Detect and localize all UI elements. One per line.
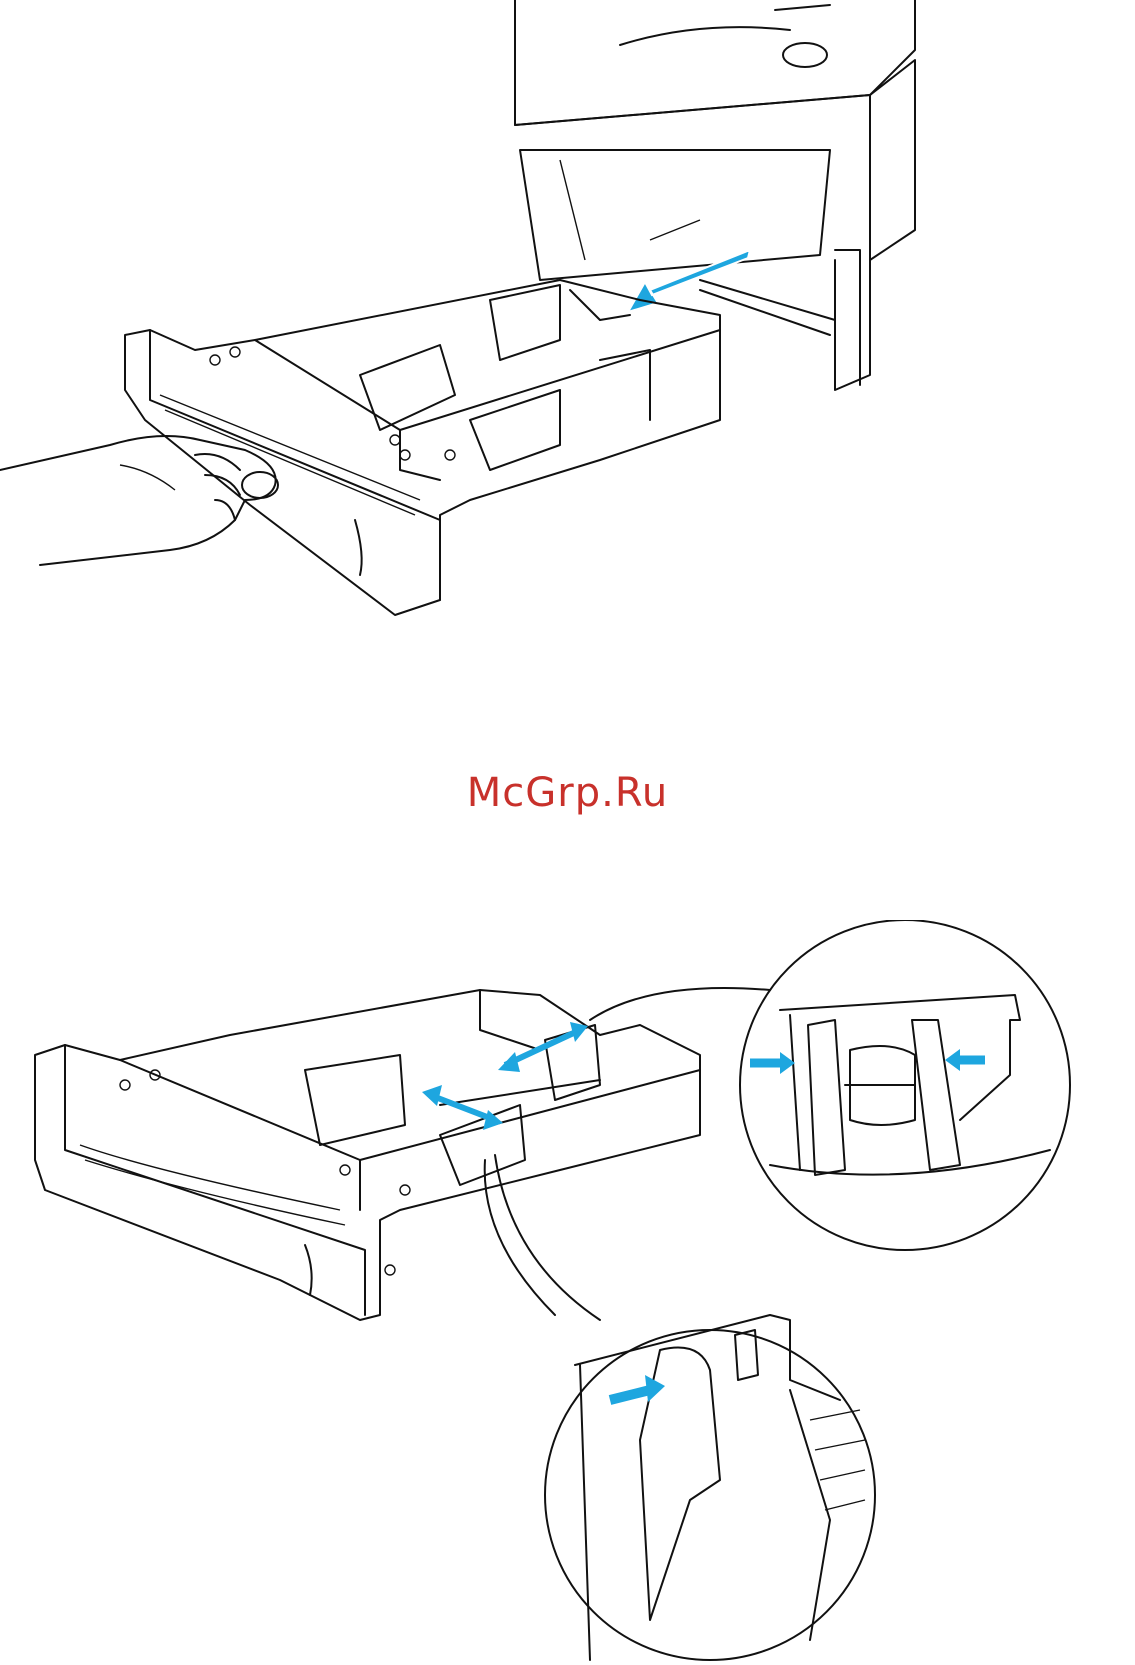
paper-guides-illustration [0, 920, 1135, 1665]
paper-tray-icon [125, 280, 720, 615]
watermark-text: McGrp.Ru [0, 770, 1135, 816]
magnifier-circle-icon [545, 1315, 875, 1660]
hand-icon [0, 436, 278, 565]
pull-out-tray-illustration [0, 0, 1135, 640]
paper-tray-icon [35, 990, 700, 1320]
pull-arrow-icon [628, 250, 750, 312]
magnifier-circle-icon [740, 920, 1070, 1250]
